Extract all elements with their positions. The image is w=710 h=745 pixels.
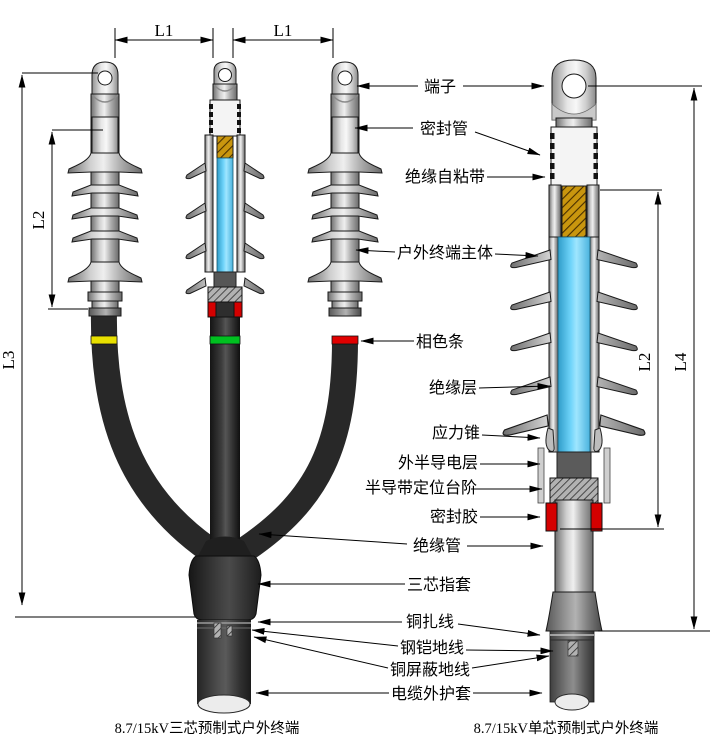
conductor-tape-middle bbox=[216, 135, 234, 159]
phase-band-green bbox=[209, 335, 241, 345]
dimension-l2-right bbox=[560, 189, 664, 530]
label-sealing-tube: 密封管 bbox=[420, 120, 468, 138]
caption-three-core: 8.7/15kV三芯预制式户外终端 bbox=[115, 720, 300, 737]
dim-label-l2-right: L2 bbox=[635, 353, 654, 372]
positioning-step-single bbox=[549, 477, 599, 504]
sealing-glue-middle-right bbox=[233, 301, 243, 318]
left-core-insulator bbox=[68, 62, 142, 316]
label-insulating-self-adhesive-tape: 绝缘自粘带 bbox=[405, 168, 485, 186]
dimension-l1-left bbox=[114, 28, 214, 58]
phase-band-yellow bbox=[90, 335, 118, 345]
glove-fingers bbox=[197, 536, 253, 558]
positioning-step-middle bbox=[207, 286, 243, 303]
middle-core-cutaway bbox=[185, 61, 265, 318]
sealing-glue-single-left bbox=[545, 502, 558, 532]
dimension-l3 bbox=[18, 72, 98, 606]
three-core-lower-cable bbox=[197, 620, 251, 704]
label-insulating-tube: 绝缘管 bbox=[413, 537, 461, 555]
label-sealing-glue: 密封胶 bbox=[430, 508, 478, 526]
sealing-tube-single bbox=[550, 126, 598, 189]
label-phase-color-strip: 相色条 bbox=[416, 333, 464, 351]
three-core-glove-shape bbox=[188, 555, 262, 621]
sealing-tube-middle bbox=[209, 99, 241, 137]
sealing-glue-middle-left bbox=[207, 301, 217, 318]
right-phase-cable bbox=[238, 339, 358, 560]
cable-end-face bbox=[197, 694, 251, 714]
label-cable-outer-sheath: 电缆外护套 bbox=[391, 685, 471, 703]
caption-single-core: 8.7/15kV单芯预制式户外终端 bbox=[474, 720, 659, 737]
ground-wire-detail-single bbox=[567, 640, 579, 657]
label-terminal: 端子 bbox=[424, 78, 456, 96]
dim-label-l1-right: L1 bbox=[274, 21, 293, 40]
dimension-l4 bbox=[588, 85, 710, 632]
label-outdoor-termination-body: 户外终端主体 bbox=[397, 244, 493, 262]
stress-cone-lip-left bbox=[545, 427, 555, 452]
dimension-l2-left bbox=[48, 129, 103, 310]
label-three-core-glove: 三芯指套 bbox=[407, 576, 471, 594]
dimension-l1-right bbox=[232, 28, 334, 58]
ground-wire-detail bbox=[213, 622, 222, 639]
label-positioning-step: 半导带定位台阶 bbox=[365, 479, 477, 497]
middle-phase-cable bbox=[210, 316, 240, 558]
label-insulation-layer: 绝缘层 bbox=[429, 379, 477, 397]
semicon-single bbox=[556, 451, 592, 479]
insulating-tube-single bbox=[554, 499, 594, 593]
dim-label-l4: L4 bbox=[671, 352, 690, 371]
cable-end-face-single bbox=[554, 693, 590, 711]
terminal-hole bbox=[561, 73, 587, 99]
semicon-middle bbox=[213, 271, 237, 288]
label-copper-binding-wire: 铜扎线 bbox=[406, 613, 454, 631]
label-steel-armor-ground-wire: 钢铠地线 bbox=[400, 639, 464, 657]
boot-flare bbox=[545, 591, 603, 632]
conductor-tape-single bbox=[561, 185, 587, 238]
sealing-glue-single-right bbox=[590, 502, 603, 532]
left-phase-cable bbox=[90, 309, 216, 560]
label-stress-cone: 应力锥 bbox=[432, 423, 480, 442]
stress-cone-lip-right bbox=[593, 427, 603, 452]
dim-label-l3: L3 bbox=[0, 351, 18, 370]
leader-lines bbox=[251, 82, 554, 697]
dim-label-l1-left: L1 bbox=[155, 21, 174, 40]
ground-wire-detail2 bbox=[226, 625, 233, 637]
three-core-cables bbox=[90, 309, 359, 714]
label-outer-semiconductive-layer: 外半导电层 bbox=[398, 454, 478, 472]
dim-label-l2-left: L2 bbox=[29, 211, 48, 230]
insulation-middle bbox=[216, 157, 234, 273]
right-core-insulator bbox=[308, 62, 382, 316]
single-core-termination bbox=[502, 59, 646, 711]
phase-band-red bbox=[331, 335, 359, 345]
dimensions bbox=[18, 28, 710, 632]
label-copper-shield-ground-wire: 铜屏蔽地线 bbox=[390, 661, 470, 679]
insulation-single bbox=[557, 236, 591, 453]
